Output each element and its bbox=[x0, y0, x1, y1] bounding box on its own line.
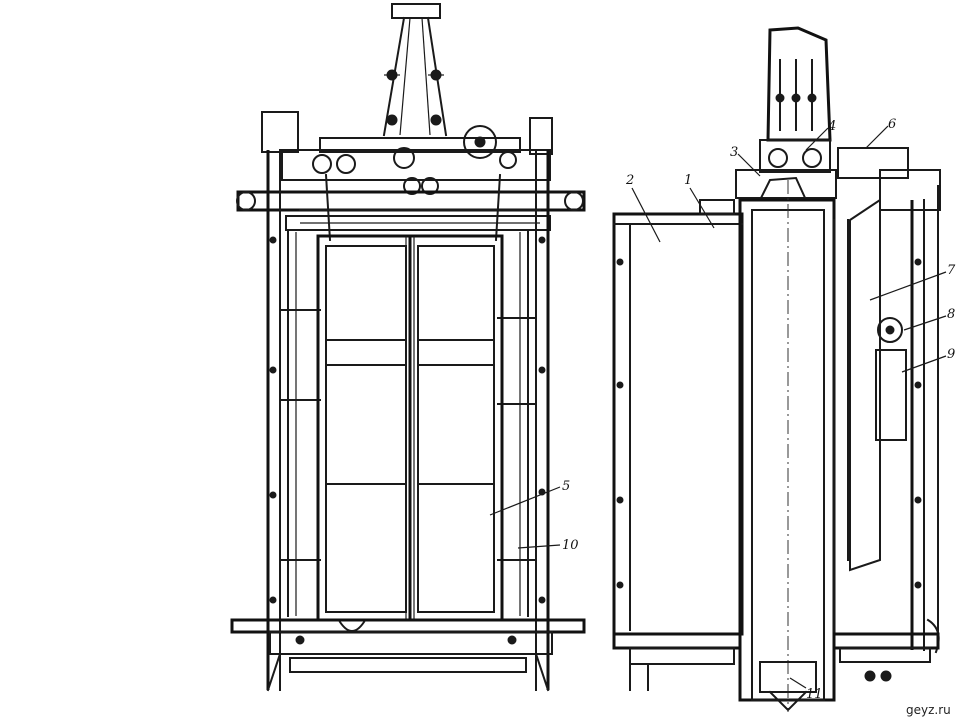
callout-1: 1 bbox=[684, 173, 692, 188]
callout-8: 8 bbox=[947, 307, 955, 322]
front-view: 5 10 bbox=[230, 3, 586, 692]
side-mechanism bbox=[833, 147, 941, 654]
side-column bbox=[738, 180, 836, 712]
callout-9: 9 bbox=[947, 347, 955, 362]
callout-10: 10 bbox=[562, 538, 579, 553]
front-head-assembly bbox=[236, 111, 586, 242]
front-door-panels bbox=[316, 234, 504, 622]
side-base bbox=[612, 632, 940, 691]
callout-5: 5 bbox=[562, 479, 570, 494]
callout-6: 6 bbox=[888, 117, 896, 132]
front-frame bbox=[266, 149, 550, 691]
watermark: geyz.ru bbox=[906, 703, 951, 717]
callout-11: 11 bbox=[806, 687, 823, 702]
side-head bbox=[735, 26, 837, 201]
side-left-panel bbox=[612, 199, 744, 636]
front-base bbox=[230, 618, 586, 692]
callout-4: 4 bbox=[827, 119, 836, 134]
front-mast bbox=[382, 3, 448, 137]
callout-7: 7 bbox=[947, 263, 956, 278]
callout-2: 2 bbox=[625, 173, 634, 188]
side-view: 1 2 3 4 6 7 8 9 11 bbox=[612, 26, 956, 712]
callout-3: 3 bbox=[730, 145, 738, 160]
